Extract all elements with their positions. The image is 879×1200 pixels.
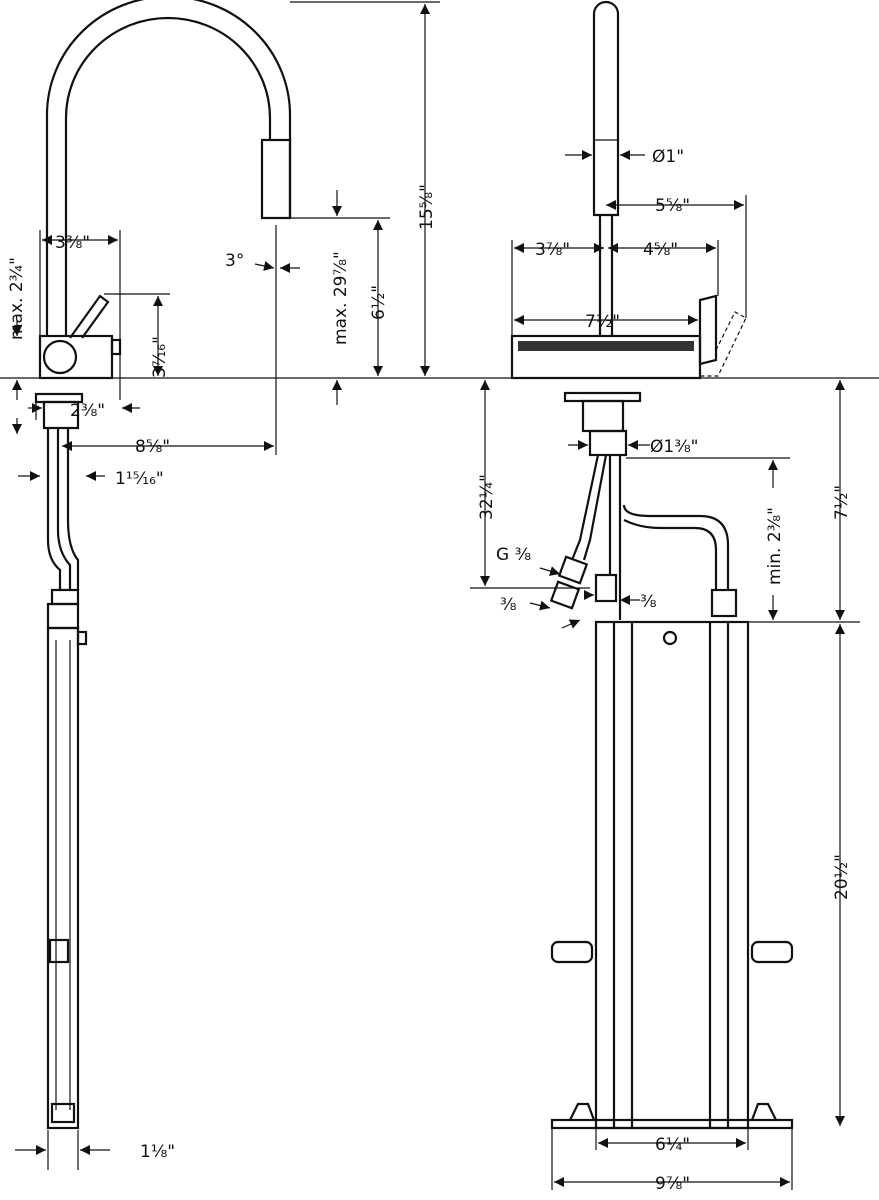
cartridge-box [594, 620, 750, 1130]
spout-tube [592, 0, 620, 217]
overall-height-label: 15⅝" [417, 184, 437, 230]
spout-clearance-label: 6½" [369, 285, 389, 320]
plate-width-label: 9⅞" [655, 1174, 690, 1194]
right-bracket [750, 940, 794, 964]
hose-length-label: 32¼" [477, 474, 497, 520]
side-dimensions: 15⅝" 6½" max. 29⅞" 3⅜" max. 2¾" 3⁷⁄₁₆" 3… [7, 1, 440, 1170]
handle-offset-label: 5⅝" [655, 196, 690, 216]
body [38, 334, 114, 380]
rail-width-label: 1⅛" [140, 1142, 175, 1162]
box-height-label: 20½" [832, 854, 852, 900]
box-offset-label: 7½" [832, 485, 852, 520]
connection-thread-label: G ⅜ [496, 545, 531, 565]
body-circle [42, 339, 78, 375]
hose-thread-right-label: ⅜ [640, 592, 656, 612]
bar-width-label: 7½" [585, 312, 620, 332]
hose-thread-left-label: ⅜ [500, 595, 516, 615]
left-bracket [550, 940, 594, 964]
shank-diameter-label: Ø1⅜" [650, 437, 699, 457]
body-height-label: 3⁷⁄₁₆" [150, 336, 170, 378]
spray-nozzles [518, 341, 694, 351]
handle-lever [69, 294, 110, 339]
front-dimensions: Ø1" 5⅝" 3⅞" 4⅝" 7½" Ø1⅜" 32¼" min. 2⅜" 7… [470, 147, 860, 1194]
handle-height-label: max. 2¾" [7, 257, 27, 340]
left-half-label: 3⅞" [535, 240, 570, 260]
box-width-label: 6¼" [655, 1135, 690, 1155]
spout-reach-label: 8⅝" [135, 437, 170, 457]
spray-head [260, 138, 292, 220]
right-half-label: 4⅝" [643, 240, 678, 260]
spout-reach-max-label: max. 29⅞" [331, 251, 351, 345]
spout-inner [64, 16, 272, 336]
side-view-faucet [34, 0, 292, 1130]
spray-angle-label: 3° [225, 251, 244, 271]
min-clearance-label: min. 2⅜" [765, 507, 785, 585]
spout-outer [45, 0, 292, 336]
mount-plate [550, 1118, 794, 1130]
shank-offset-label: 1¹⁵⁄₁₆" [115, 469, 164, 489]
base-offset-label: 2⅜" [70, 401, 105, 421]
front-view-faucet [510, 0, 794, 1130]
spout-diameter-label: Ø1" [652, 147, 684, 167]
side-handle [698, 294, 718, 366]
spout-width-label: 3⅜" [55, 233, 90, 253]
